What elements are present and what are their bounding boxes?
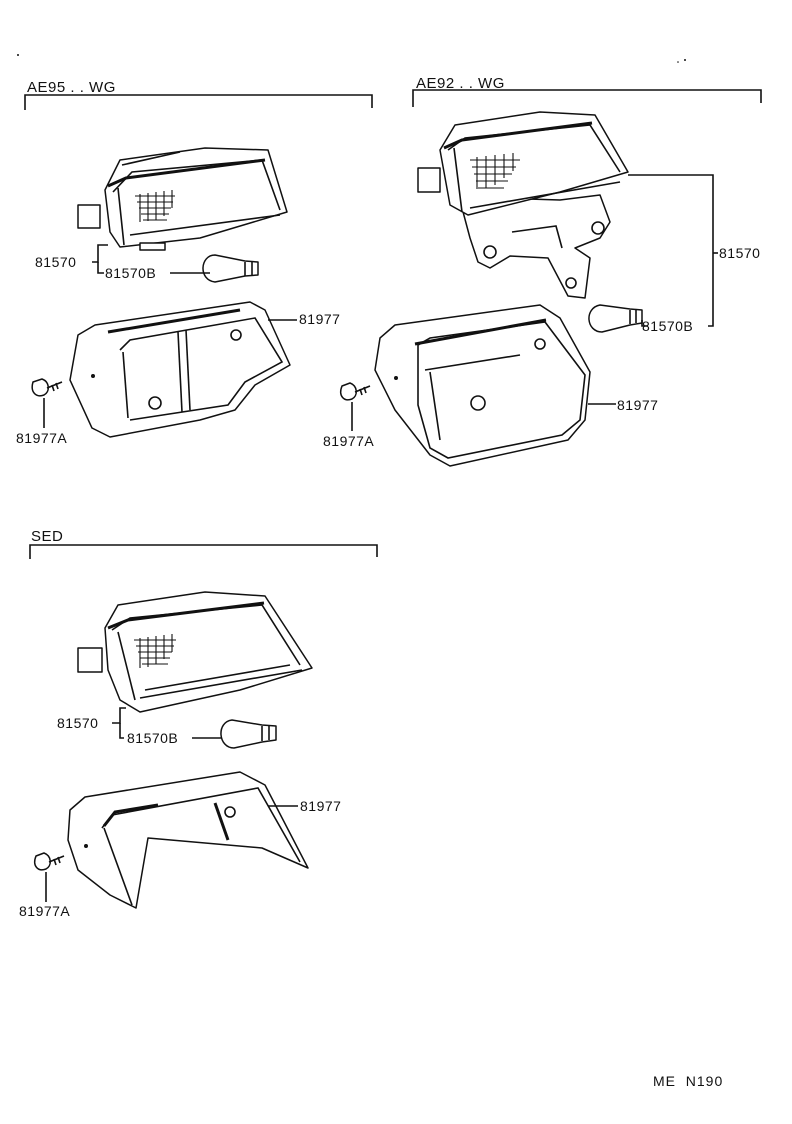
label-lamp-assy-ae95: 81570 [35,254,76,270]
label-bulb-ae95: 81570B [105,265,156,281]
label-screw-sed: 81977A [19,903,70,919]
screw-ae95 [31,378,63,397]
label-bulb-sed: 81570B [127,730,178,746]
cover-sed [67,771,309,909]
section-bracket-ae92 [412,89,762,107]
label-cover-ae92: 81977 [617,397,658,413]
label-cover-sed: 81977 [300,798,341,814]
screw-ae92 [340,382,371,401]
section-bracket-sed [29,544,378,559]
label-lamp-assy-sed: 81570 [57,715,98,731]
label-cover-ae95: 81977 [299,311,340,327]
lens-grid-ae95 [135,190,175,222]
cover-ae92 [374,304,591,467]
label-screw-ae92: 81977A [323,433,374,449]
lens-grid-sed [134,634,176,668]
diagram-code: ME N190 [653,1073,723,1089]
section-title-ae92: AE92 . . WG [416,75,505,92]
lamp-assembly-sed [77,591,313,713]
lens-grid-ae92 [470,153,520,189]
bulb-sed [220,719,277,749]
section-ae95-wg: AE95 . . WG [16,79,373,446]
section-title-sed: SED [31,528,63,545]
section-ae92-wg: AE92 . . WG [323,75,762,467]
screw-sed [34,852,65,871]
label-screw-ae95: 81977A [16,430,67,446]
section-title-ae95: AE95 . . WG [27,79,116,96]
label-lamp-assy-ae92: 81570 [719,245,760,261]
lamp-assembly-ae92 [417,111,629,299]
bulb-ae95 [202,254,259,283]
label-bulb-ae92: 81570B [642,318,693,334]
cover-ae95 [69,301,291,438]
lamp-assembly-ae95 [77,147,288,251]
section-sed: SED [19,528,378,919]
bulb-ae92 [588,304,643,333]
section-bracket-ae95 [24,94,373,110]
